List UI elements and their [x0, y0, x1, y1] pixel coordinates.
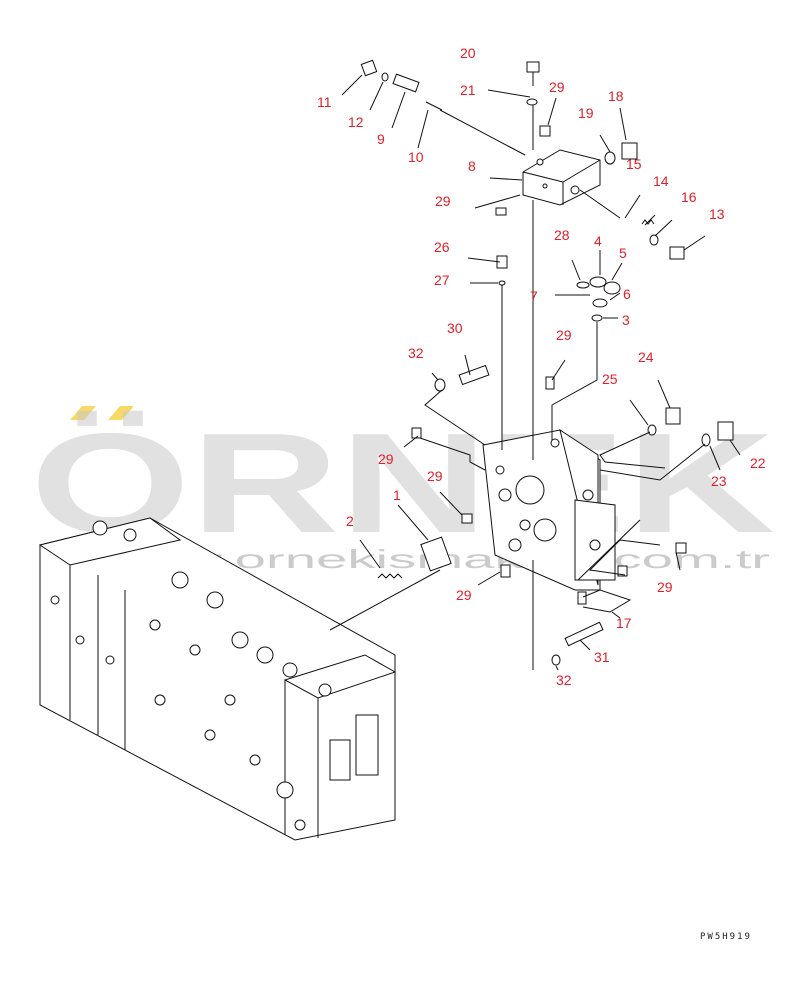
- main-valve-block: [38, 517, 397, 841]
- drawing-code: PW5H919: [700, 932, 752, 942]
- callout-31: 31: [594, 649, 610, 665]
- callout-32: 32: [408, 345, 424, 361]
- callout-14: 14: [653, 173, 669, 189]
- callout-7: 7: [530, 288, 538, 304]
- callout-25: 25: [602, 371, 618, 387]
- callout-13: 13: [709, 206, 725, 222]
- callout-18: 18: [608, 88, 624, 104]
- callout-32: 32: [556, 672, 572, 688]
- callout-5: 5: [619, 245, 627, 261]
- callout-29: 29: [378, 451, 394, 467]
- callout-12: 12: [348, 114, 364, 130]
- watermark-accent-left: [70, 406, 96, 420]
- callout-23: 23: [711, 473, 727, 489]
- callout-11: 11: [317, 94, 332, 110]
- cover-block: [522, 149, 601, 206]
- callout-8: 8: [468, 158, 476, 174]
- callout-21: 21: [460, 82, 476, 98]
- watermark-accent-right: [108, 406, 134, 420]
- callout-29: 29: [456, 587, 472, 603]
- callout-1: 1: [393, 487, 401, 503]
- callout-28: 28: [554, 227, 570, 243]
- callout-15: 15: [626, 156, 642, 172]
- callout-29: 29: [556, 327, 572, 343]
- callout-29: 29: [657, 579, 673, 595]
- callout-6: 6: [623, 286, 631, 302]
- callout-26: 26: [434, 239, 450, 255]
- leader-lines: [329, 74, 741, 671]
- callout-30: 30: [447, 320, 463, 336]
- callout-22: 22: [750, 455, 766, 471]
- callout-4: 4: [594, 233, 602, 249]
- callout-17: 17: [616, 615, 632, 631]
- callout-9: 9: [377, 131, 385, 147]
- callout-24: 24: [638, 349, 654, 365]
- callout-2: 2: [346, 513, 354, 529]
- callout-20: 20: [460, 45, 476, 61]
- small-parts: [360, 59, 734, 666]
- callout-10: 10: [408, 149, 424, 165]
- callout-27: 27: [434, 272, 450, 288]
- callout-3: 3: [622, 312, 630, 328]
- callout-29: 29: [435, 193, 451, 209]
- callout-16: 16: [681, 189, 697, 205]
- callout-29: 29: [549, 79, 565, 95]
- callout-29: 29: [427, 468, 443, 484]
- callouts: 20 21 29 11 12 9 10 19 18 15 8 29 14 16 …: [317, 45, 766, 688]
- callout-19: 19: [578, 105, 594, 121]
- valve-section: [482, 428, 616, 591]
